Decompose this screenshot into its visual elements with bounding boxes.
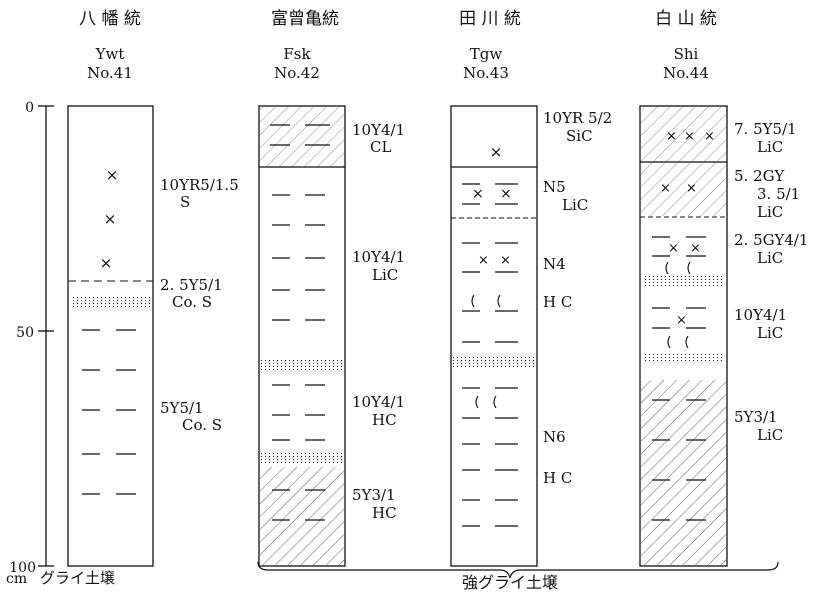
hatched-layer	[641, 163, 726, 216]
horizon-texture: CL	[370, 138, 391, 156]
horizon-color: N4	[543, 255, 566, 273]
header-42: 富曾亀統 Fsk No.42	[271, 9, 339, 82]
series-name: 富曾亀統	[271, 9, 339, 29]
series-code: Ywt	[95, 45, 125, 63]
horizon-texture: HC	[372, 411, 397, 429]
dotted-band	[261, 358, 343, 370]
gravel-mark: ×	[686, 181, 697, 196]
horizon-color: 10Y4/1	[352, 393, 405, 411]
profile-44: × × × × × × × × 7. 5Y5/1 LiC 5. 2GY 3. 5…	[640, 106, 808, 566]
horizon-texture: S	[180, 193, 190, 211]
horizon-color: 5. 2GY	[734, 167, 785, 185]
gravel-mark: ×	[490, 143, 503, 161]
horizon-color: 10Y4/1	[352, 248, 405, 266]
gravel-mark: ×	[676, 313, 687, 328]
gravel-mark: ×	[500, 186, 512, 202]
hatched-topsoil	[260, 107, 344, 167]
horizon-texture: LiC	[372, 266, 398, 284]
depth-axis: 0 50 100 cm	[6, 100, 54, 587]
horizon-texture: LiC	[757, 426, 783, 444]
horizon-color: 5Y5/1	[160, 399, 204, 417]
horizon-color: 2. 5GY4/1	[734, 231, 808, 249]
dotted-band	[70, 295, 151, 309]
root-marks	[668, 336, 688, 348]
series-code: Tgw	[470, 45, 503, 63]
gravel-mark: ×	[668, 241, 679, 256]
dotted-band	[453, 355, 535, 367]
clay-dashes	[82, 330, 136, 494]
horizon-texture: LiC	[757, 324, 783, 342]
horizon-color: 5Y3/1	[352, 486, 396, 504]
root-marks	[476, 396, 496, 408]
series-no: No.43	[463, 64, 509, 82]
gravel-mark: ×	[666, 129, 677, 144]
gley-soil-label: グライ土壌	[40, 569, 115, 587]
horizon-texture: LiC	[757, 138, 783, 156]
dotted-band	[261, 452, 343, 464]
gravel-mark: ×	[684, 129, 695, 144]
series-no: No.41	[87, 64, 133, 82]
dotted-band	[642, 276, 725, 288]
gravel-mark: ×	[660, 181, 671, 196]
hatched-subsoil	[641, 380, 726, 565]
horizon-texture: 3. 5/1	[757, 185, 800, 203]
series-name: 白 山 統	[655, 9, 717, 29]
series-name: 田 川 統	[459, 9, 521, 29]
dotted-band	[642, 352, 725, 362]
root-marks	[472, 295, 500, 307]
horizon-texture: LiC	[757, 249, 783, 267]
strong-gley-soil-label: 強グライ土壌	[462, 573, 558, 592]
horizon-color: 5Y3/1	[734, 408, 778, 426]
gravel-mark: ×	[704, 129, 715, 144]
horizon-texture: SiC	[566, 127, 593, 145]
horizon-color: N5	[543, 178, 566, 196]
gravel-mark: ×	[104, 210, 117, 228]
profile-41: × × × 10YR5/1.5 S 2. 5Y5/1 Co. S 5Y5/1 C…	[68, 106, 239, 566]
horizon-color: 2. 5Y5/1	[160, 276, 223, 294]
axis-unit: cm	[6, 571, 27, 587]
header-44: 白 山 統 Shi No.44	[655, 9, 717, 82]
gravel-mark: ×	[100, 254, 113, 272]
horizon-texture: LiC	[562, 196, 588, 214]
series-no: No.42	[274, 64, 320, 82]
horizon-color: H C	[543, 293, 572, 311]
gravel-mark: ×	[500, 253, 511, 268]
gravel-mark: ×	[472, 186, 484, 202]
header-41: 八 幡 統 Ywt No.41	[79, 9, 141, 82]
clay-dashes	[272, 195, 325, 440]
horizon-color: 10YR 5/2	[543, 109, 612, 127]
clay-dashes	[462, 243, 518, 526]
horizon-color: 7. 5Y5/1	[734, 120, 797, 138]
root-marks	[666, 262, 690, 274]
series-code: Shi	[674, 45, 699, 63]
series-no: No.44	[663, 64, 709, 82]
horizon-texture: Co. S	[172, 293, 212, 311]
series-code: Fsk	[283, 45, 311, 63]
horizon-texture: LiC	[757, 203, 783, 221]
horizon-color: 10Y4/1	[734, 306, 787, 324]
profile-42: 10Y4/1 CL 10Y4/1 LiC 10Y4/1 HC 5Y3/1 HC	[259, 106, 405, 566]
gravel-mark: ×	[478, 253, 489, 268]
tick-0: 0	[25, 100, 34, 116]
horizon-color: 10Y4/1	[352, 121, 405, 139]
horizon-color: 10YR5/1.5	[160, 176, 239, 194]
profile-43: × × × × × 10YR 5/2 SiC N5 LiC N4	[451, 106, 612, 566]
tick-50: 50	[16, 325, 34, 341]
horizon-color: N6	[543, 428, 566, 446]
gravel-mark: ×	[106, 166, 119, 184]
header-43: 田 川 統 Tgw No.43	[459, 9, 521, 82]
horizon-color: H C	[543, 469, 572, 487]
gravel-mark: ×	[690, 241, 701, 256]
hatched-subsoil	[260, 467, 344, 565]
series-name: 八 幡 統	[79, 9, 141, 29]
horizon-texture: HC	[372, 504, 397, 522]
horizon-texture: Co. S	[182, 416, 222, 434]
